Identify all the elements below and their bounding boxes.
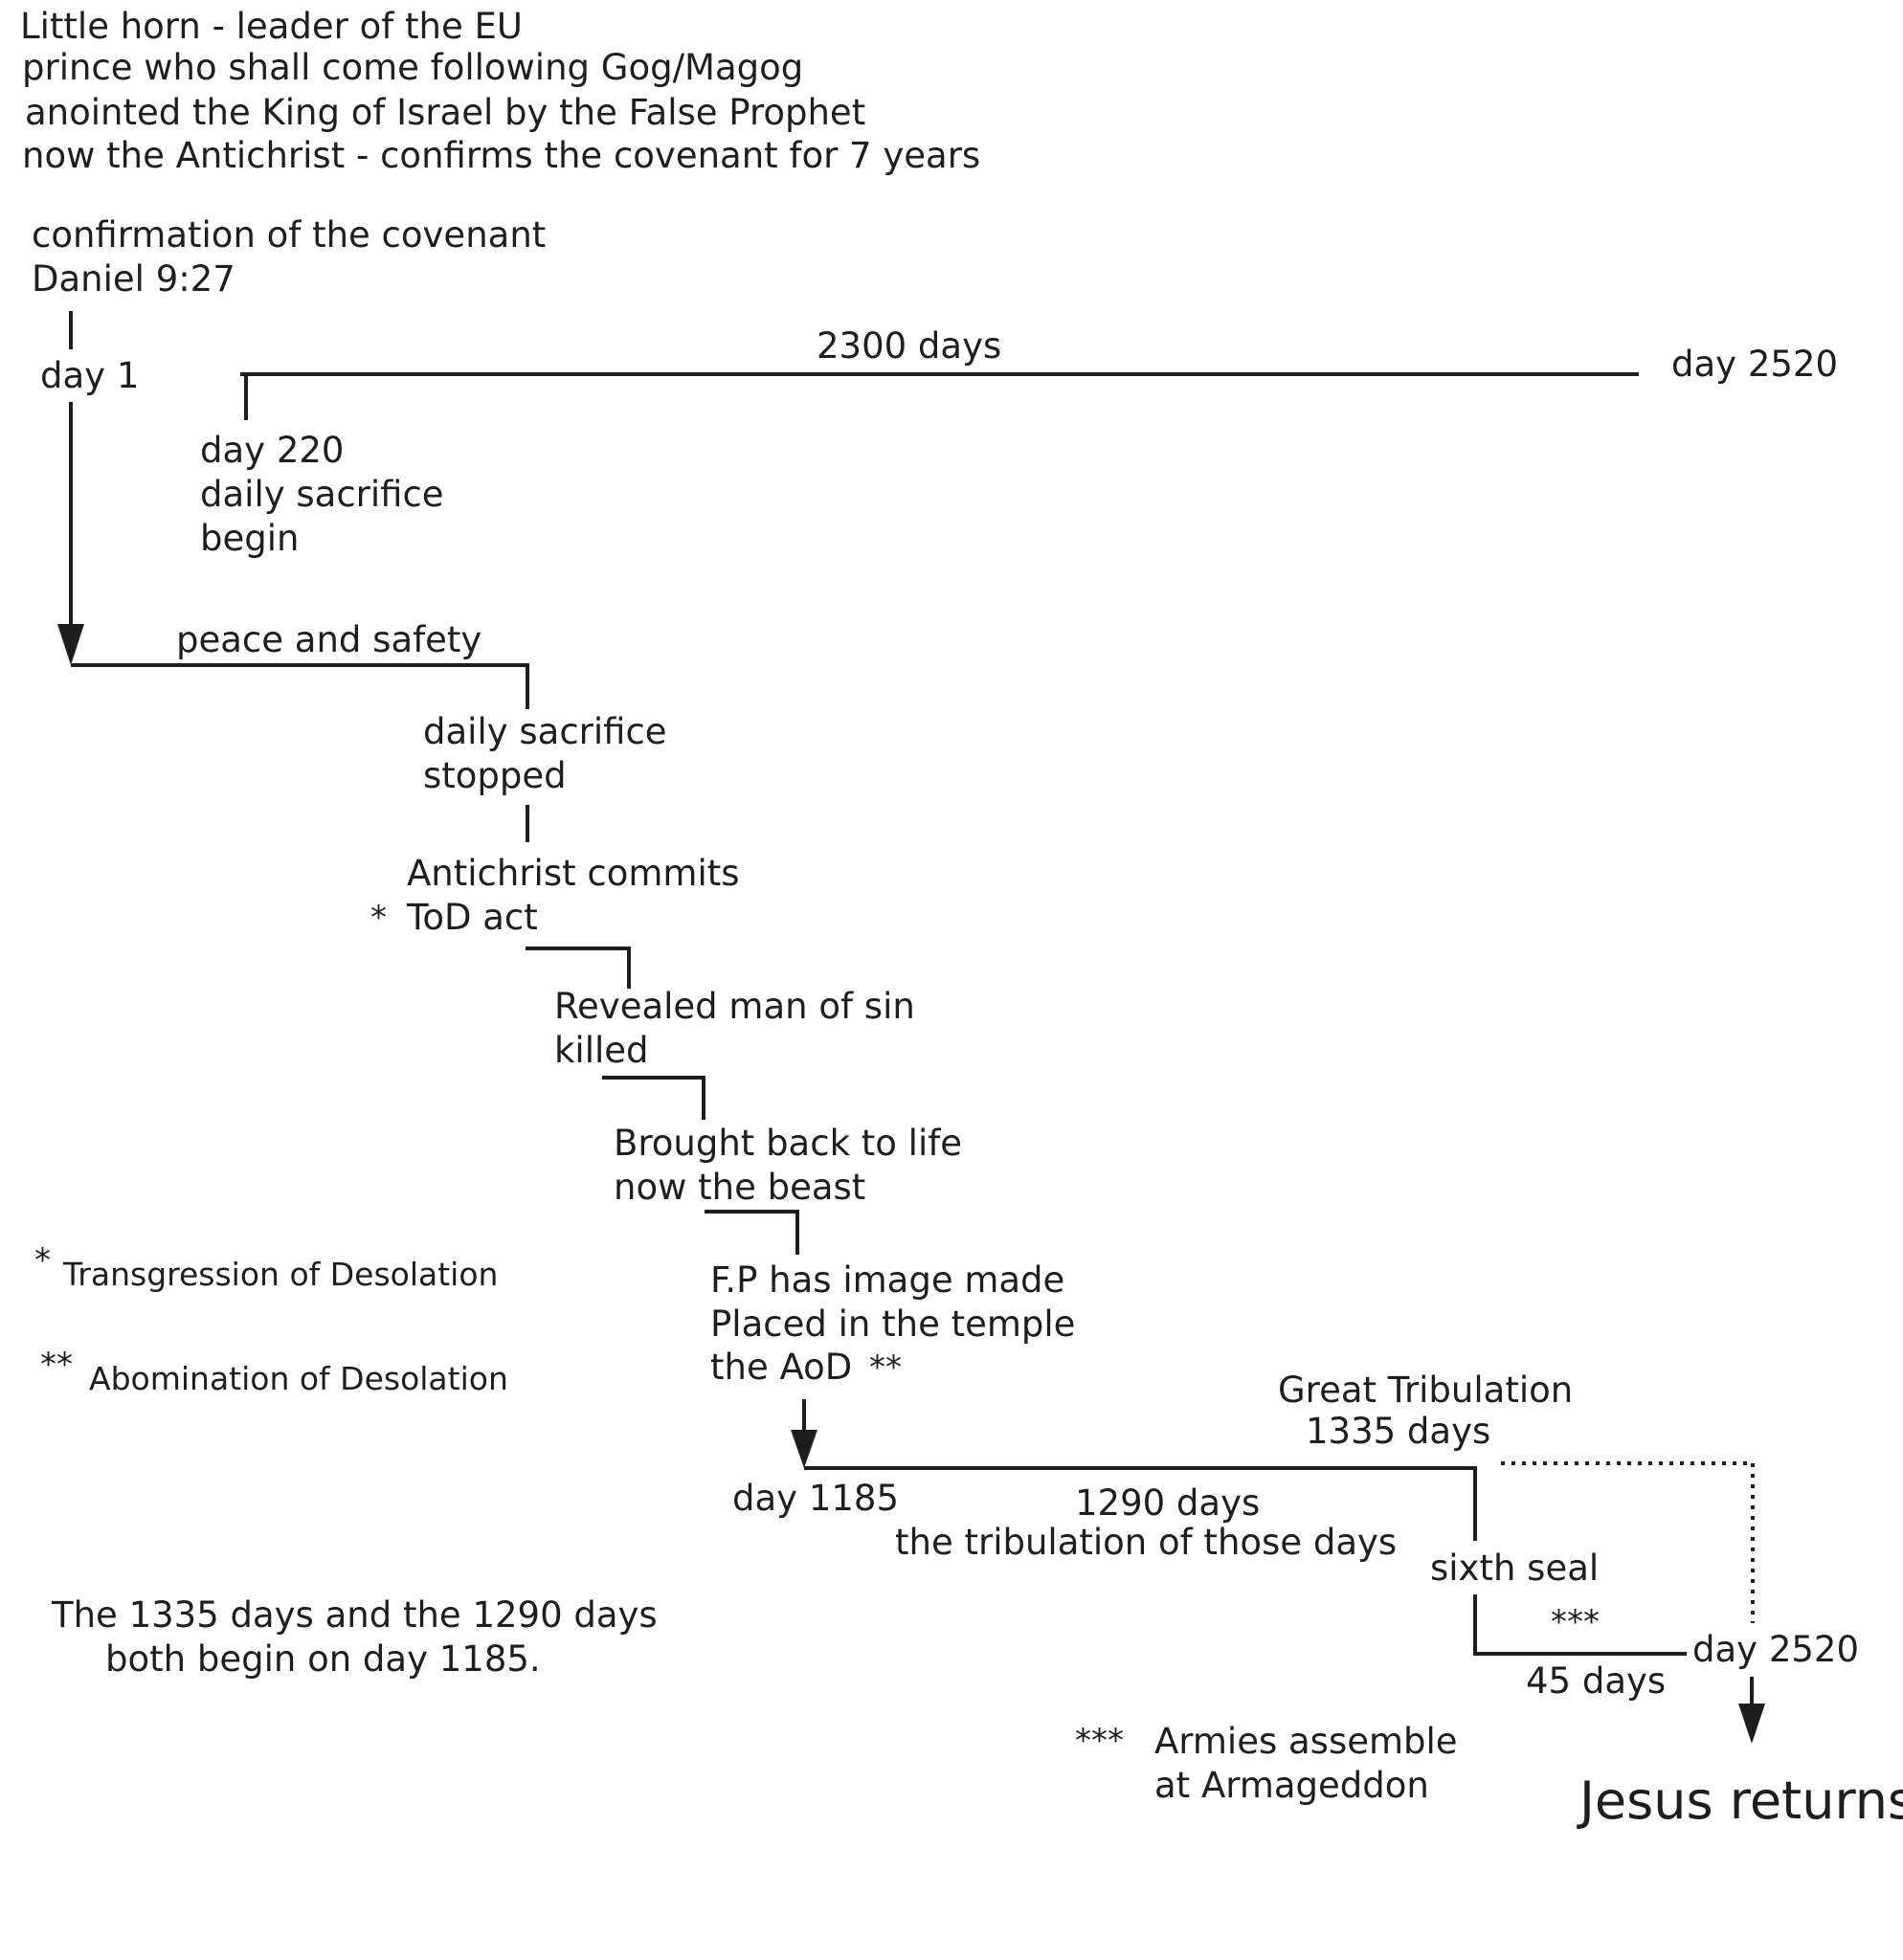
- revealed-step: [602, 1076, 705, 1120]
- day1185-arrow-head: [791, 1430, 817, 1468]
- legend-aod-stars: **: [40, 1346, 73, 1384]
- note-line-1: The 1335 days and the 1290 days: [51, 1594, 658, 1636]
- day1185-label: day 1185: [732, 1478, 899, 1519]
- sacrifice-begin-line-1: daily sacrifice: [200, 474, 444, 515]
- image-stars: **: [869, 1348, 902, 1387]
- day1-label: day 1: [40, 355, 139, 396]
- beast-line-1: Brought back to life: [614, 1123, 962, 1164]
- revealed-line-1: Revealed man of sin: [554, 986, 915, 1027]
- armies-stars: ***: [1551, 1603, 1600, 1641]
- jesus-returns-label: Jesus returns: [1577, 1771, 1903, 1831]
- confirmation-line-1: confirmation of the covenant: [32, 214, 546, 256]
- beast-step: [705, 1210, 799, 1255]
- span-1290-label: 1290 days: [1075, 1482, 1260, 1524]
- peace-label: peace and safety: [176, 619, 481, 660]
- image-line-1: F.P has image made: [710, 1259, 1064, 1301]
- footnote-line-2: at Armageddon: [1154, 1765, 1429, 1806]
- header-line-3: anointed the King of Israel by the False…: [25, 92, 865, 133]
- bottom-day2520-label: day 2520: [1692, 1629, 1859, 1670]
- great-tribulation-label: Great Tribulation: [1278, 1370, 1573, 1411]
- span-1335-label: 1335 days: [1306, 1411, 1490, 1452]
- note-line-2: both begin on day 1185.: [105, 1638, 541, 1680]
- tod-star: *: [370, 899, 387, 937]
- day220-label: day 220: [200, 430, 344, 471]
- revealed-line-2: killed: [554, 1030, 649, 1071]
- header-line-4: now the Antichrist - confirms the covena…: [22, 135, 980, 176]
- legend-tod-label: Transgression of Desolation: [62, 1256, 498, 1293]
- day1-arrow-head: [57, 624, 84, 665]
- tod-step: [526, 947, 631, 989]
- tod-line-2: ToD act: [406, 897, 538, 938]
- legend-aod-label: Abomination of Desolation: [89, 1360, 508, 1397]
- jesus-arrow-head: [1738, 1704, 1765, 1744]
- sixth-seal-label: sixth seal: [1430, 1548, 1599, 1589]
- legend-tod-star: *: [34, 1241, 51, 1280]
- sacrifice-stopped-line-2: stopped: [423, 755, 567, 796]
- beast-line-2: now the beast: [614, 1167, 865, 1208]
- confirmation-line-2: Daniel 9:27: [32, 258, 235, 300]
- header-line-1: Little horn - leader of the EU: [20, 6, 523, 47]
- image-line-2: Placed in the temple: [710, 1303, 1075, 1345]
- span-2300-label: 2300 days: [817, 325, 1001, 367]
- span-45-line: [1473, 1594, 1687, 1656]
- footnote-stars: ***: [1075, 1722, 1124, 1760]
- sacrifice-begin-line-2: begin: [200, 518, 299, 559]
- header-line-2: prince who shall come following Gog/Mago…: [22, 47, 803, 88]
- sacrifice-stopped-line-1: daily sacrifice: [423, 711, 667, 752]
- span-45-label: 45 days: [1526, 1660, 1666, 1702]
- footnote-line-1: Armies assemble: [1154, 1721, 1458, 1762]
- top-day2520-label: day 2520: [1671, 344, 1838, 385]
- tod-line-1: Antichrist commits: [407, 853, 740, 894]
- image-line-3: the AoD: [710, 1347, 852, 1388]
- tribulation-days-label: the tribulation of those days: [895, 1522, 1397, 1563]
